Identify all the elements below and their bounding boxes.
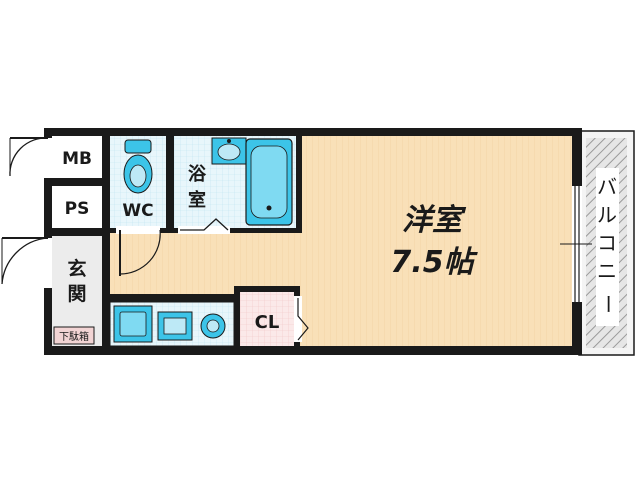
balcony-char-3: コ [597, 231, 617, 255]
wc-label: WC [122, 201, 153, 221]
bath-door-fold-icon [180, 218, 229, 231]
entrance-door-gap [40, 238, 52, 288]
entrance-door-swing [1, 237, 49, 285]
washbasin-inner [163, 317, 187, 335]
bathtub-drain-icon [266, 205, 272, 211]
closet-door-gap [294, 296, 302, 342]
bath-label-1: 浴 [188, 164, 207, 185]
main-room-floor [302, 136, 572, 346]
bath-label-2: 室 [188, 189, 206, 211]
corridor-floor [110, 233, 302, 294]
balcony-text-bg [596, 168, 619, 326]
balcony-char-4: ニ [597, 259, 617, 283]
shoebox-label: 下駄箱 [59, 330, 89, 343]
shoebox [53, 326, 95, 345]
main-room-name: 洋室 [402, 203, 467, 238]
closet [240, 292, 294, 346]
wc-door-swing [119, 229, 161, 275]
genkan-label-2: 関 [67, 283, 86, 305]
mb-label: MB [62, 149, 92, 169]
toilet-seat-icon [129, 164, 147, 188]
genkan-label-1: 玄 [67, 257, 86, 280]
main-room-size: 7.5帖 [390, 245, 478, 280]
balcony-char-2: ル [597, 203, 617, 227]
closet-label: CL [255, 312, 280, 333]
sink-faucet-icon [227, 139, 231, 143]
balcony-char-1: バ [597, 175, 617, 199]
wc-tank [124, 139, 152, 154]
bathtub-inner-icon [250, 145, 288, 219]
kitchen-sink-basin [119, 311, 147, 337]
mb-door-gap [40, 138, 52, 178]
ps-closet [52, 186, 102, 228]
closet-door-fold-icon [297, 298, 309, 341]
ps-label: PS [65, 199, 90, 219]
wc-door-gap [116, 226, 160, 234]
washing-machine-drum [206, 319, 220, 333]
bathroom-sink-icon [217, 143, 241, 161]
balcony-char-5: ー [596, 294, 620, 314]
mb-closet [52, 136, 102, 178]
